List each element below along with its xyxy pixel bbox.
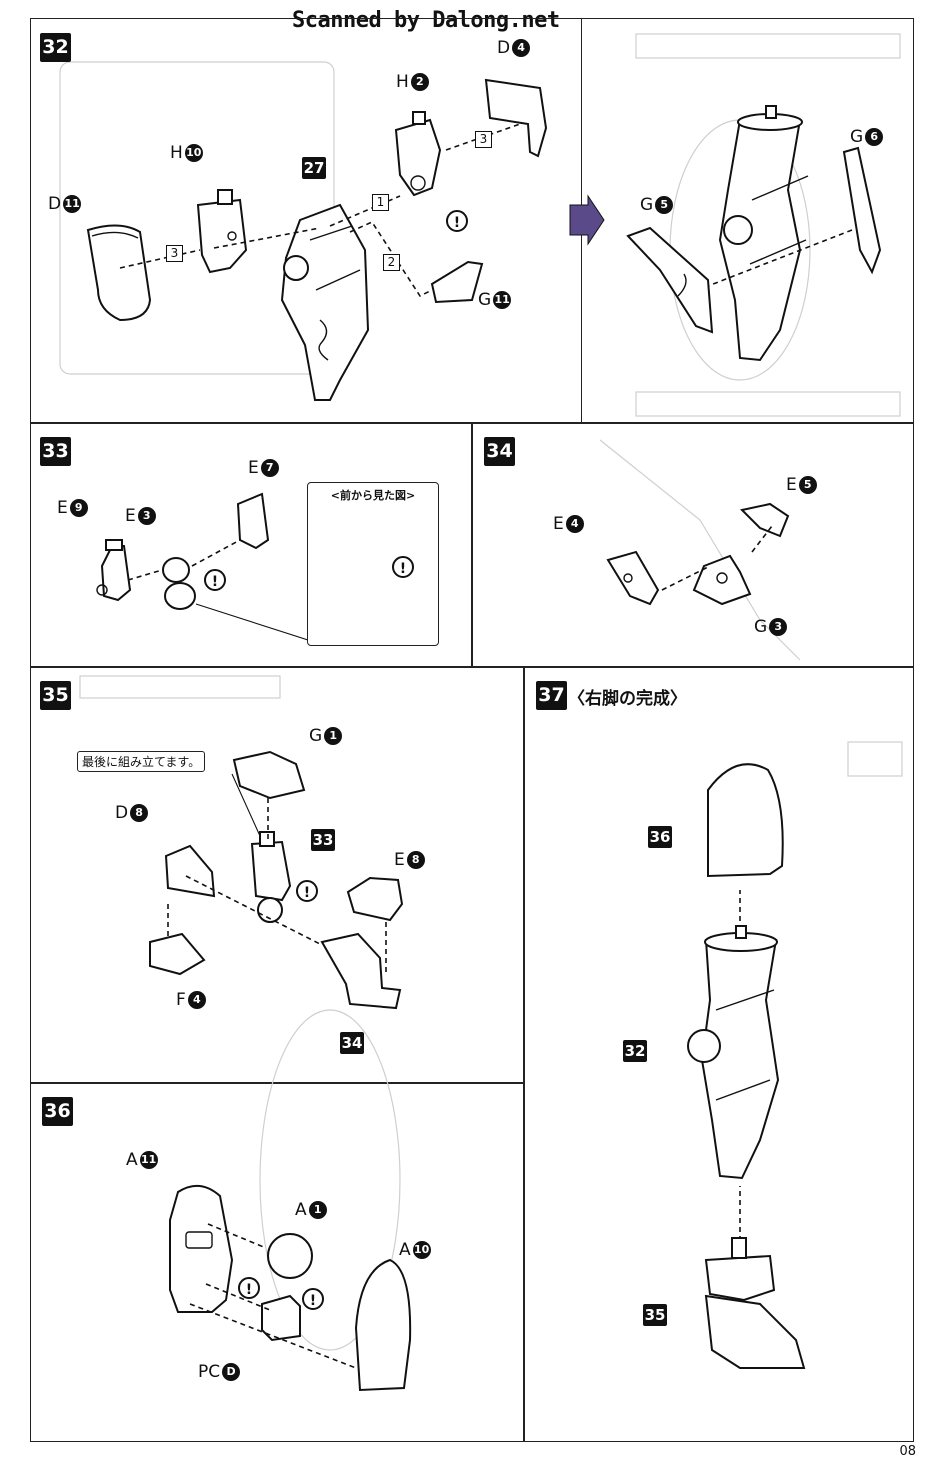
caution-icon: ! [238,1277,260,1299]
caution-icon: ! [446,210,468,232]
ref-tag-33: 33 [311,829,335,851]
step-32-number: 32 [40,33,71,62]
divider-row3 [30,1082,524,1084]
order-step-2: 2 [383,254,400,271]
ref-tag-32: 32 [623,1040,647,1062]
step-37-number: 37 [536,681,567,710]
step-37-title: 〈右脚の完成〉 [568,689,687,709]
divider-step32 [581,18,583,422]
ref-tag-27: 27 [302,157,326,179]
front-view-inset: <前から見た図> [307,482,439,646]
order-step-3b: 3 [166,245,183,262]
divider-row2 [30,666,914,668]
scanner-watermark: Scanned by Dalong.net [292,8,560,33]
step-35-number: 35 [40,681,71,710]
step-36-number: 36 [42,1097,73,1126]
ref-tag-34: 34 [340,1032,364,1054]
page-number: 08 [899,1444,916,1459]
order-step-3a: 3 [475,131,492,148]
divider-col-33-34 [471,422,473,666]
caution-icon: ! [296,880,318,902]
divider-col-left-right [523,666,525,1442]
step-34-number: 34 [484,437,515,466]
caution-icon: ! [302,1288,324,1310]
caution-icon: ! [392,556,414,578]
ref-tag-36: 36 [648,826,672,848]
step-33-number: 33 [40,437,71,466]
order-step-1: 1 [372,194,389,211]
ref-tag-35: 35 [643,1304,667,1326]
front-view-title: <前から見た図> [330,489,416,502]
caution-icon: ! [204,569,226,591]
assemble-last-note: 最後に組み立てます。 [77,751,206,772]
instruction-frame [30,18,914,1442]
